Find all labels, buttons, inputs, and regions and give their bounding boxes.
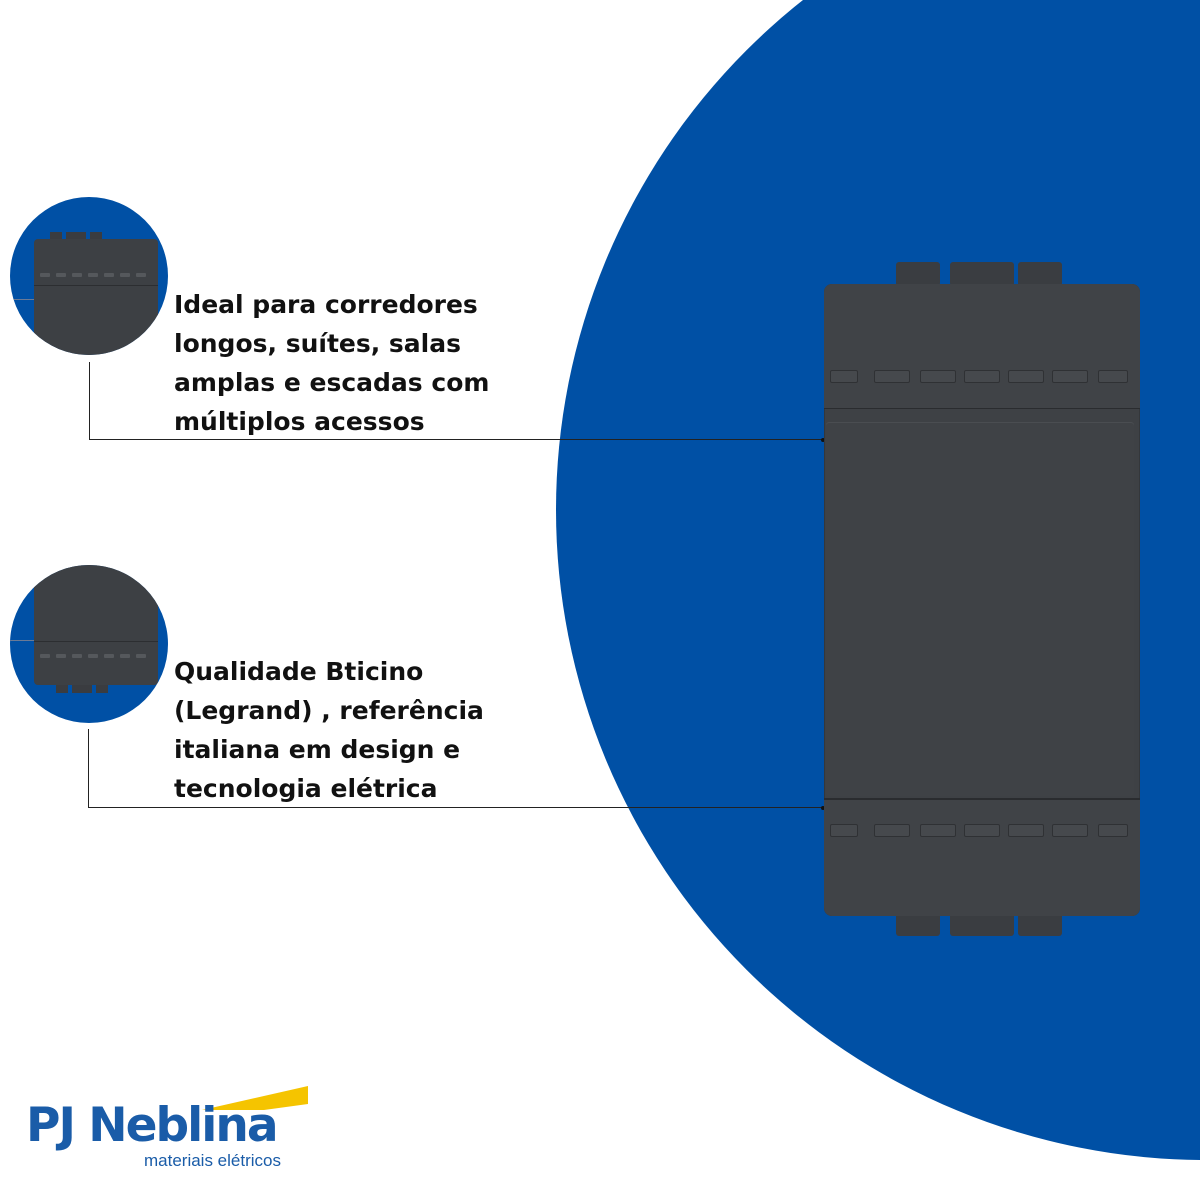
feature-text-2: Qualidade Bticino (Legrand) , referência… xyxy=(174,657,484,803)
feature-text-1: Ideal para corredores longos, suítes, sa… xyxy=(174,290,490,436)
leader-line-1-endpoint xyxy=(821,438,825,442)
thumb-dash xyxy=(72,654,82,658)
thumb-dash xyxy=(88,273,98,277)
thumb-dash xyxy=(120,273,130,277)
leader-line-1-vertical xyxy=(89,362,90,440)
switch-dash xyxy=(920,824,956,837)
logo-yellow-swoosh xyxy=(202,1086,308,1110)
switch-clip-tab xyxy=(896,262,940,286)
light-switch-module xyxy=(824,262,1140,938)
leader-line-2-endpoint xyxy=(821,806,825,810)
switch-clip-tab xyxy=(950,262,1014,286)
switch-dash xyxy=(964,370,1000,383)
logo-tagline: materiais elétricos xyxy=(144,1151,281,1170)
thumb-dash xyxy=(120,654,130,658)
switch-dash xyxy=(1008,824,1044,837)
thumb-dash xyxy=(136,273,146,277)
thumb-tab xyxy=(72,685,92,693)
thumb-hairline xyxy=(10,640,34,641)
switch-dash xyxy=(1098,370,1128,383)
switch-dash xyxy=(1052,370,1088,383)
leader-line-2-horizontal xyxy=(88,807,824,808)
thumb-dash xyxy=(40,654,50,658)
switch-dash xyxy=(964,824,1000,837)
switch-dash xyxy=(874,370,910,383)
thumb-dash xyxy=(104,654,114,658)
thumb-bevel xyxy=(34,641,158,642)
switch-clip-tab xyxy=(1018,912,1062,936)
switch-clip-tab xyxy=(950,912,1014,936)
thumb-dash xyxy=(72,273,82,277)
switch-clip-tab xyxy=(896,912,940,936)
switch-dash xyxy=(830,370,858,383)
thumb-dash xyxy=(104,273,114,277)
thumb-dash xyxy=(40,273,50,277)
thumb-switch-detail xyxy=(34,239,158,355)
thumb-dash xyxy=(88,654,98,658)
switch-dash xyxy=(874,824,910,837)
thumb-tab xyxy=(50,232,62,240)
thumb-tab xyxy=(66,232,86,240)
switch-dash xyxy=(830,824,858,837)
detail-thumbnail-bottom xyxy=(10,565,168,723)
thumb-dash xyxy=(56,654,66,658)
thumb-tab xyxy=(96,685,108,693)
leader-line-2-vertical xyxy=(88,729,89,808)
leader-line-1-horizontal xyxy=(89,439,824,440)
thumb-bevel xyxy=(34,285,158,286)
switch-dash xyxy=(1008,370,1044,383)
thumb-tab xyxy=(56,685,68,693)
switch-clip-tab xyxy=(1018,262,1062,286)
logo-wordmark: PJ Neblina xyxy=(26,1098,279,1153)
thumb-dash xyxy=(136,654,146,658)
switch-top-cap xyxy=(824,284,1140,409)
switch-dash xyxy=(1052,824,1088,837)
switch-rocker xyxy=(826,422,1134,796)
detail-thumbnail-top xyxy=(10,197,168,355)
thumb-tab xyxy=(90,232,102,240)
brand-logo: PJ Neblina materiais elétricos xyxy=(24,1080,314,1175)
switch-dash xyxy=(1098,824,1128,837)
thumb-dash xyxy=(56,273,66,277)
switch-body xyxy=(824,284,1140,916)
thumb-switch-detail xyxy=(34,565,158,685)
thumb-hairline xyxy=(10,299,34,300)
switch-dash xyxy=(920,370,956,383)
switch-bottom-cap xyxy=(824,798,1140,916)
